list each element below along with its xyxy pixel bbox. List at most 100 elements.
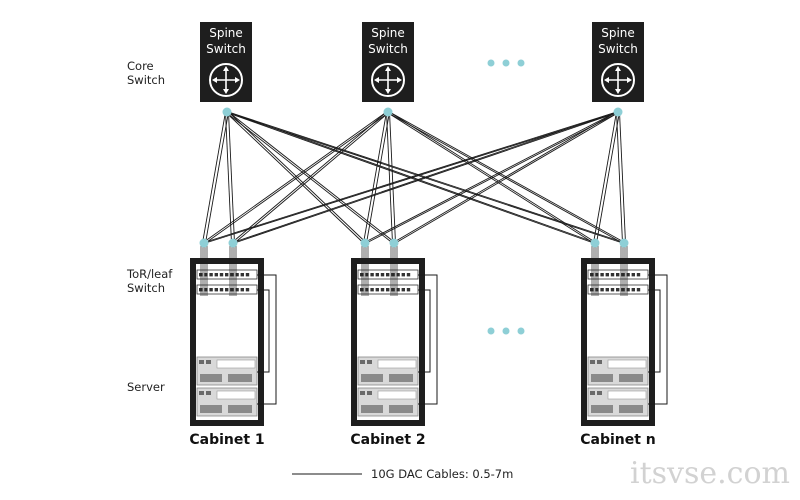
- dac-cable: [395, 111, 620, 244]
- dac-cable: [205, 111, 229, 244]
- switch-port: [636, 273, 641, 277]
- server-drive: [619, 374, 643, 382]
- switch-port: [235, 288, 239, 292]
- leaf-port-node: [389, 238, 399, 248]
- leaf-port-node: [228, 238, 238, 248]
- dac-cable: [225, 111, 232, 244]
- dac-cable: [234, 111, 390, 244]
- switch-port: [610, 273, 615, 277]
- dac-cable: [619, 111, 626, 244]
- cabinet: [351, 238, 438, 426]
- switch-port: [386, 288, 390, 292]
- switch-port: [245, 288, 250, 292]
- switch-port: [219, 288, 224, 292]
- spine-switches: Spine Switch Spine Switch: [200, 22, 644, 102]
- switch-port: [396, 273, 400, 277]
- switch-port: [631, 288, 635, 292]
- cabinet: [190, 238, 277, 426]
- server-drive: [377, 359, 417, 369]
- server-led: [206, 360, 211, 364]
- dac-cable: [205, 111, 620, 244]
- dac-cable: [202, 111, 617, 244]
- server-led: [360, 391, 365, 395]
- switch-port: [245, 273, 250, 277]
- dac-cable: [392, 111, 617, 244]
- switch-port: [380, 273, 385, 277]
- switch-port: [595, 273, 599, 277]
- legend-text: 10G DAC Cables: 0.5-7m: [371, 467, 513, 481]
- spine-label-line1: Spine: [209, 26, 243, 40]
- spine-nodes: [222, 107, 623, 117]
- core-switch-label-line1: Core: [127, 59, 154, 73]
- server-led: [367, 360, 372, 364]
- switch-port: [225, 273, 229, 277]
- more-spines-ellipsis-icon: [487, 59, 525, 67]
- server-drive: [607, 359, 647, 369]
- spine-switch: Spine Switch: [592, 22, 644, 102]
- dac-cable: [234, 111, 620, 244]
- spine-label-line2: Switch: [206, 42, 246, 56]
- cabinet-name: Cabinet n: [580, 432, 656, 448]
- switch-port: [386, 273, 390, 277]
- server-drive: [228, 374, 252, 382]
- dac-cable: [231, 111, 617, 244]
- switch-port: [225, 288, 229, 292]
- server-drive: [216, 390, 256, 400]
- cabinet-name: Cabinet 1: [189, 432, 264, 448]
- server-drive: [389, 405, 413, 413]
- spine-switch: Spine Switch: [362, 22, 414, 102]
- dac-cable: [389, 111, 396, 244]
- spine-label-line1: Spine: [601, 26, 635, 40]
- server-drive: [361, 405, 383, 413]
- switch-port: [375, 273, 379, 277]
- server-drive: [377, 390, 417, 400]
- more-cabinets-ellipsis-icon: [487, 327, 525, 335]
- switch-port: [375, 288, 379, 292]
- switch-router-icon: [601, 63, 635, 97]
- dac-cable: [366, 111, 390, 244]
- switch-port: [365, 288, 369, 292]
- dac-cable: [593, 111, 617, 244]
- spine-label-line2: Switch: [368, 42, 408, 56]
- leaf-switch-label-line1: ToR/leaf: [126, 267, 173, 281]
- switch-port: [240, 288, 244, 292]
- server-label: Server: [127, 380, 165, 394]
- cable-mesh: [202, 111, 626, 244]
- server-drive: [389, 374, 413, 382]
- side-cable: [648, 274, 668, 405]
- switch-port: [616, 288, 620, 292]
- switch-port: [626, 288, 630, 292]
- switch-port: [209, 273, 213, 277]
- server-drive: [228, 405, 252, 413]
- switch-port: [631, 273, 635, 277]
- leaf-switch-label-line2: Switch: [127, 281, 165, 295]
- cabinets: [190, 238, 668, 426]
- server-led: [597, 391, 602, 395]
- switch-port: [209, 288, 213, 292]
- server-drive: [591, 405, 613, 413]
- switch-port: [616, 273, 620, 277]
- server-led: [199, 360, 204, 364]
- switch-router-icon: [371, 63, 405, 97]
- switch-port: [600, 288, 604, 292]
- side-cable: [257, 289, 270, 373]
- switch-port: [204, 288, 208, 292]
- server-led: [199, 391, 204, 395]
- switch-port: [235, 273, 239, 277]
- server-drive: [216, 359, 256, 369]
- switch-port: [401, 288, 405, 292]
- leaf-port-node: [199, 238, 209, 248]
- core-switch-label-line2: Switch: [127, 73, 165, 87]
- server-drive: [361, 374, 383, 382]
- switch-port: [605, 273, 609, 277]
- dac-cable: [386, 111, 393, 244]
- switch-port: [214, 273, 218, 277]
- switch-port: [406, 288, 411, 292]
- dac-cable: [202, 111, 226, 244]
- switch-port: [610, 288, 615, 292]
- switch-port: [636, 288, 641, 292]
- dac-cable: [202, 111, 387, 244]
- switch-port: [370, 288, 374, 292]
- legend: 10G DAC Cables: 0.5-7m: [292, 467, 513, 481]
